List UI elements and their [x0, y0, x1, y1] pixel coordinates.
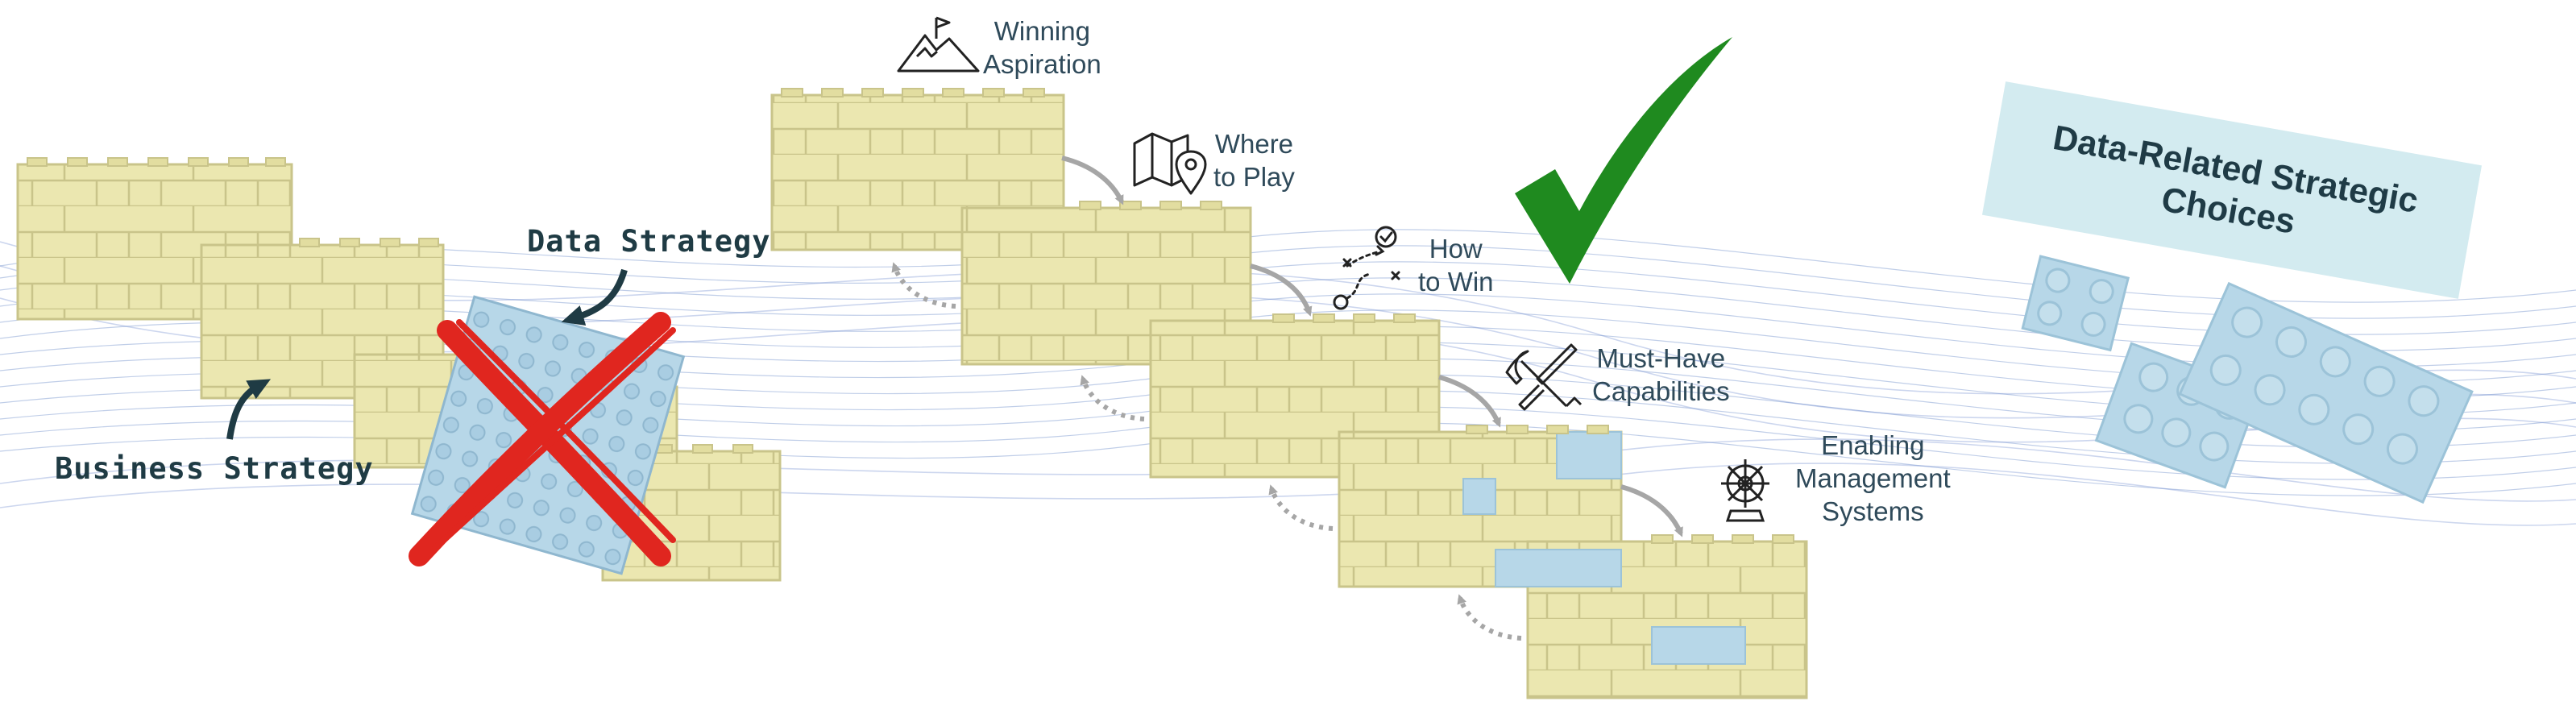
- tools-icon: [1505, 343, 1583, 411]
- step-label-line: to Play: [1213, 162, 1295, 192]
- step-label-line: Management: [1795, 463, 1951, 493]
- step-label-line: Where: [1214, 129, 1294, 159]
- step-label-line: to Win: [1418, 267, 1494, 297]
- step-label-line: Aspiration: [983, 49, 1101, 79]
- step-must-have-capabilities: Must-Have Capabilities: [1592, 342, 1730, 408]
- forward-arrows: [1061, 156, 1683, 537]
- step-winning-aspiration: Winning Aspiration: [983, 15, 1101, 81]
- business-strategy-arrow: [226, 379, 272, 440]
- data-strategy-arrow: [561, 268, 628, 326]
- step-label-line: Enabling: [1821, 430, 1925, 460]
- step-label-line: Capabilities: [1592, 376, 1730, 406]
- step-enabling-management-systems: Enabling Management Systems: [1795, 429, 1951, 528]
- step-label-line: Winning: [993, 16, 1090, 46]
- map-pin-icon: [1133, 132, 1207, 195]
- feedback-arrows: [891, 262, 1522, 641]
- step-label-line: Must-Have: [1596, 343, 1726, 373]
- mountain-flag-icon: [897, 16, 980, 73]
- green-checkmark: [1515, 37, 1732, 284]
- data-strategy-label: Data Strategy: [527, 224, 771, 259]
- step-how-to-win: How to Win: [1418, 232, 1494, 298]
- step-where-to-play: Where to Play: [1213, 127, 1295, 193]
- step-label-line: How: [1429, 234, 1483, 263]
- play-diagram-icon: [1333, 226, 1400, 310]
- business-strategy-label: Business Strategy: [55, 451, 374, 486]
- staircase-walls: [770, 88, 1808, 699]
- step-label-line: Systems: [1822, 496, 1924, 526]
- ship-wheel-icon: [1721, 459, 1769, 522]
- red-cross-mark: [409, 312, 676, 566]
- blue-data-bricks: [2021, 255, 2474, 504]
